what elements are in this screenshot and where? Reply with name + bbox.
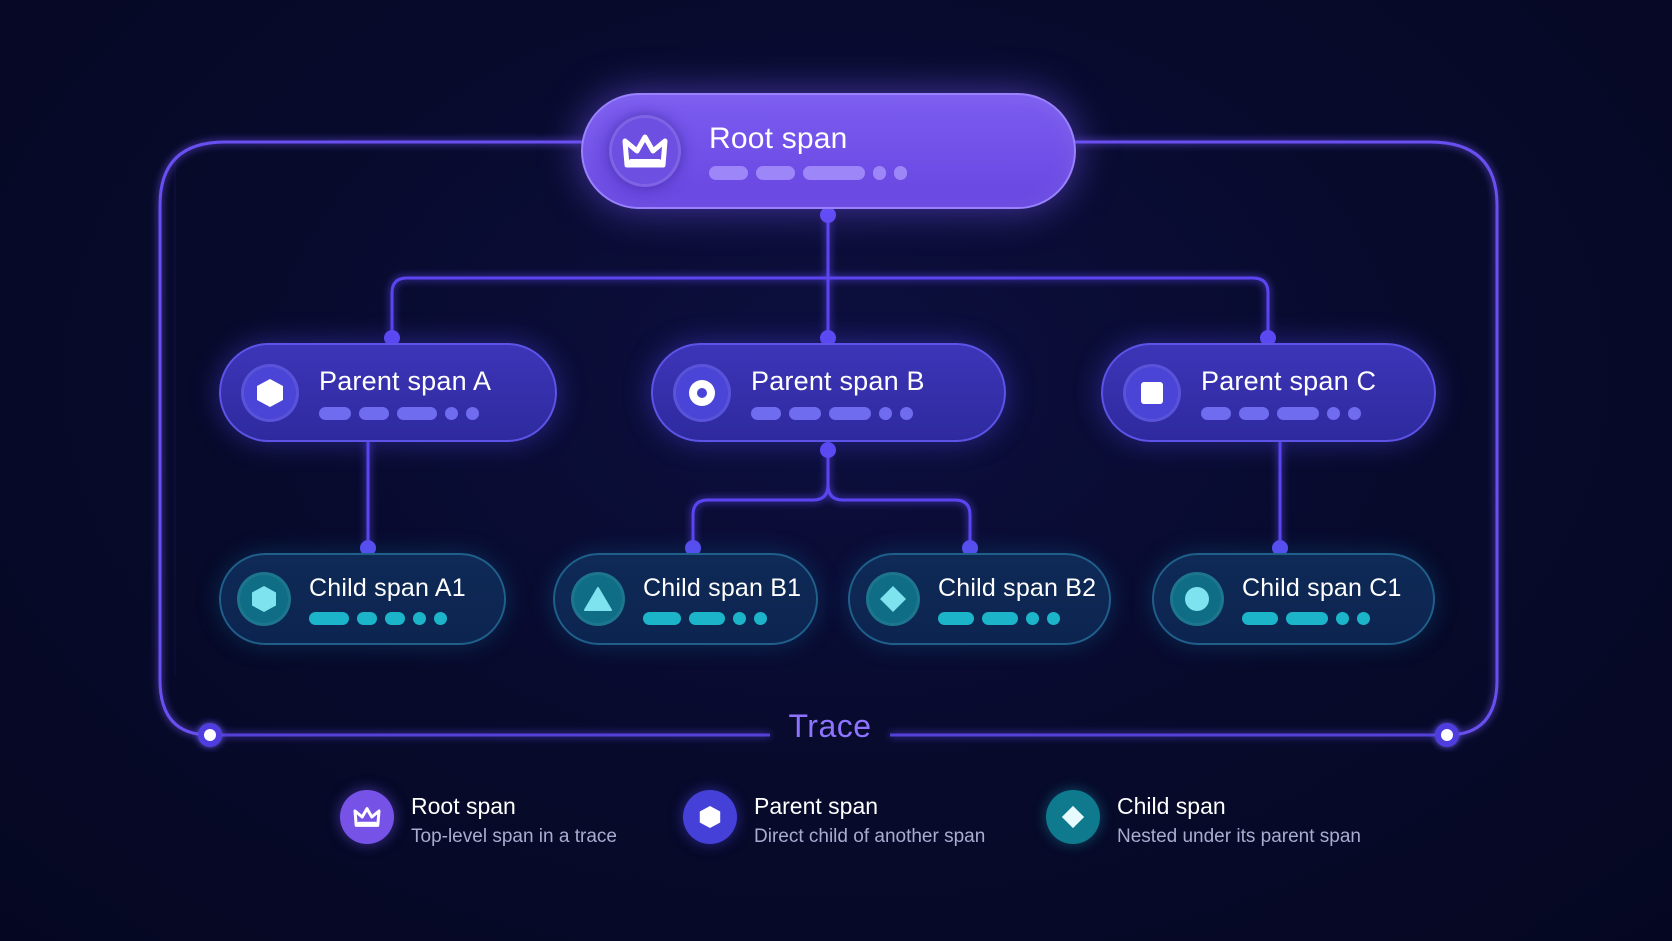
diamond-icon — [866, 572, 920, 626]
child-span-c1-label: Child span C1 — [1242, 573, 1402, 602]
placeholder-bars — [1201, 406, 1376, 420]
placeholder-bars — [938, 611, 1096, 625]
placeholder-bars — [309, 611, 466, 625]
hexagon-icon — [237, 572, 291, 626]
crown-icon — [609, 115, 681, 187]
placeholder-bars — [319, 406, 491, 420]
trace-frame — [158, 140, 1499, 737]
child-span-b2-node[interactable]: Child span B2 — [848, 553, 1111, 645]
child-span-a1-label: Child span A1 — [309, 573, 466, 602]
parent-span-c-node[interactable]: Parent span C — [1101, 343, 1436, 442]
circle-icon — [1170, 572, 1224, 626]
frame-end-dots — [198, 723, 1459, 747]
child-span-b1-label: Child span B1 — [643, 573, 802, 602]
parent-span-b-label: Parent span B — [751, 365, 925, 396]
placeholder-bars — [709, 166, 907, 180]
placeholder-bars — [643, 611, 801, 625]
legend-title: Parent span — [754, 793, 879, 819]
legend-description: Top-level span in a trace — [411, 826, 617, 847]
triangle-icon — [571, 572, 625, 626]
legend-child-span: Child span Nested under its parent span — [1046, 790, 1361, 848]
child-span-b2-label: Child span B2 — [938, 573, 1097, 602]
legend-title: Child span — [1117, 793, 1226, 819]
hexagon-icon — [241, 363, 299, 422]
hexagon-icon — [683, 790, 737, 844]
placeholder-bars — [751, 406, 925, 420]
legend-title: Root span — [411, 793, 516, 819]
parent-span-a-node[interactable]: Parent span A — [219, 343, 557, 442]
connector-dots — [360, 207, 1288, 556]
legend-description: Direct child of another span — [754, 826, 986, 847]
parent-span-b-node[interactable]: Parent span B — [651, 343, 1006, 442]
child-span-b1-node[interactable]: Child span B1 — [553, 553, 818, 645]
placeholder-bars — [1242, 611, 1402, 625]
root-span-node[interactable]: Root span — [581, 93, 1076, 209]
child-span-c1-node[interactable]: Child span C1 — [1152, 553, 1435, 645]
legend-parent-span: Parent span Direct child of another span — [683, 790, 985, 848]
diamond-icon — [1046, 790, 1100, 844]
trace-label: Trace — [788, 708, 872, 744]
legend-description: Nested under its parent span — [1117, 826, 1361, 847]
tree-connectors — [366, 215, 1282, 548]
root-span-label: Root span — [709, 122, 848, 155]
square-icon — [1123, 363, 1181, 422]
child-span-a1-node[interactable]: Child span A1 — [219, 553, 506, 645]
target-icon — [673, 363, 731, 422]
legend-root-span: Root span Top-level span in a trace — [340, 790, 617, 848]
parent-span-c-label: Parent span C — [1201, 365, 1377, 396]
parent-span-a-label: Parent span A — [319, 365, 492, 396]
crown-icon — [340, 790, 394, 844]
